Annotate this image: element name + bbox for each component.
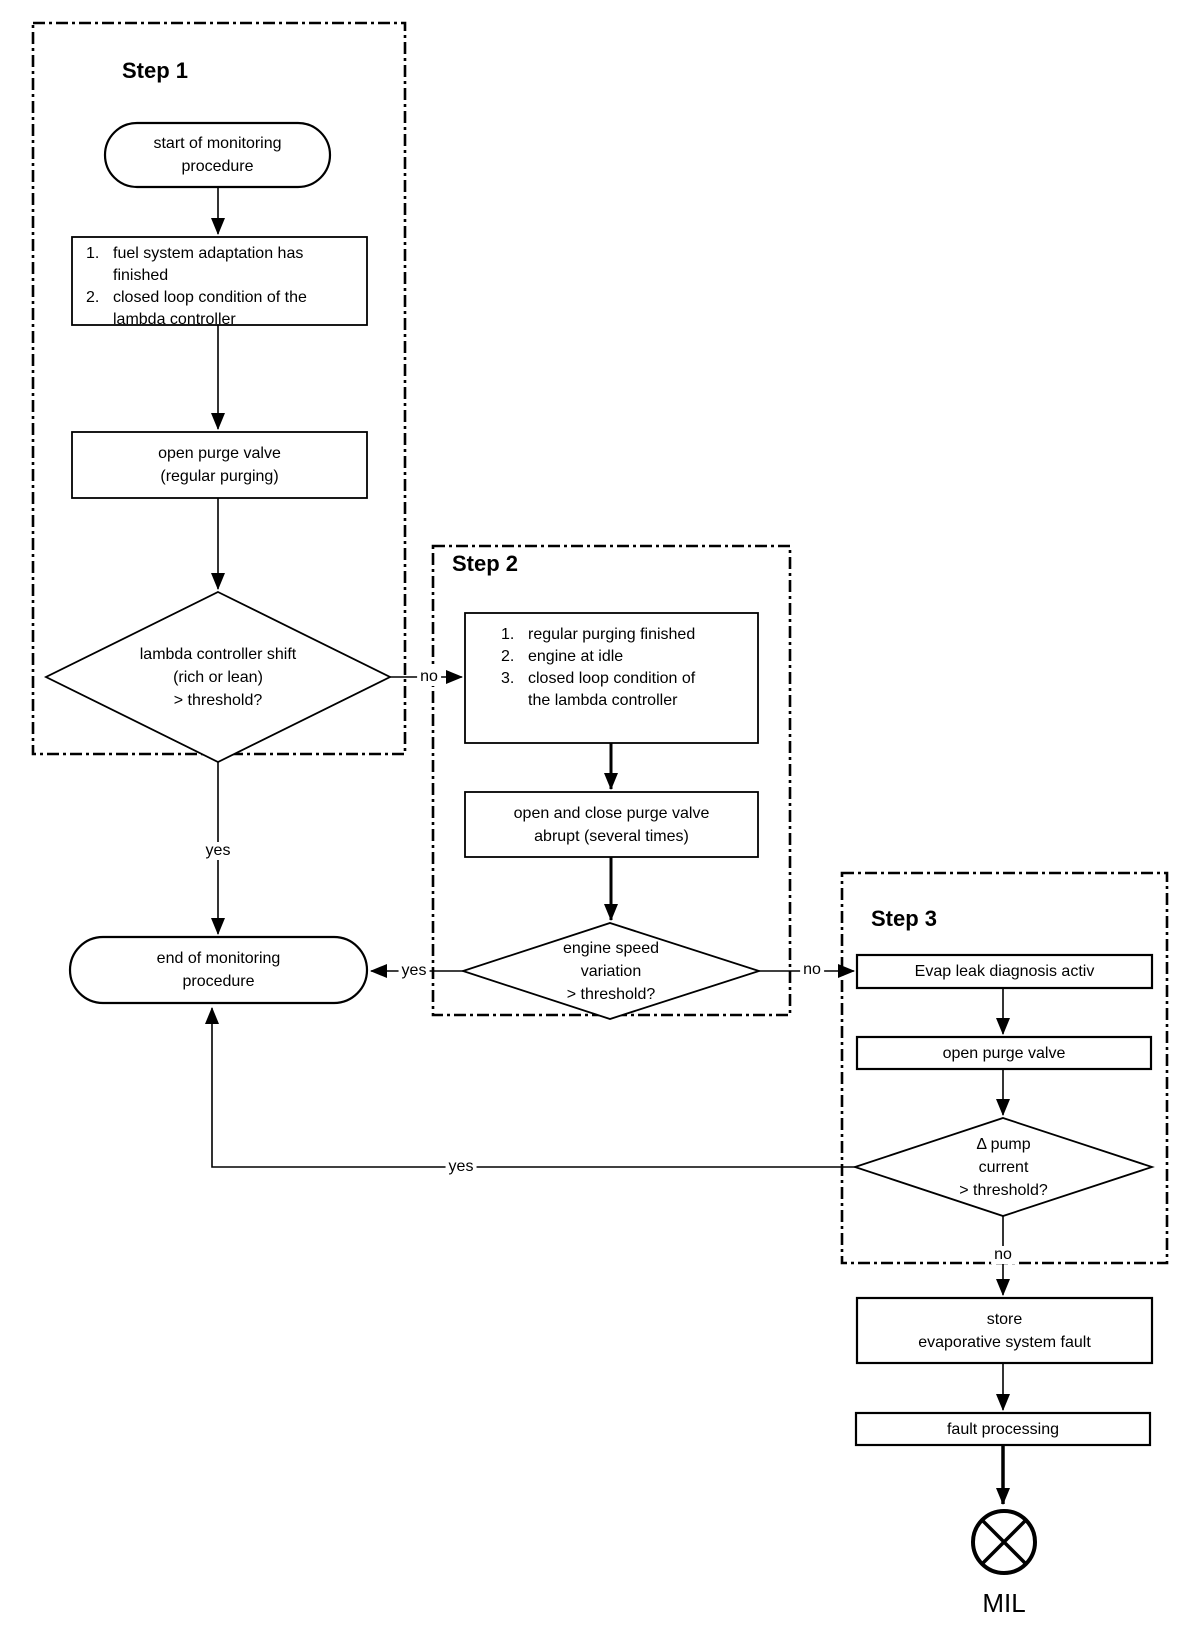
mil-lamp-x2 [980, 1518, 1028, 1566]
step2-conditions: 1. regular purging finished 2. engine at… [501, 624, 751, 712]
mil-lamp-icon [971, 1509, 1037, 1575]
store-fault-node: store evaporative system fault [918, 1310, 1091, 1351]
list-item: 2. closed loop condition of the lambda c… [86, 289, 307, 328]
end-node: end of monitoring procedure [156, 950, 281, 990]
list-item: 3. closed loop condition of the lambda c… [501, 670, 696, 709]
store-fault-shape [855, 1296, 1154, 1365]
list-item: 2. engine at idle [501, 648, 624, 665]
step1-conditions: 1. fuel system adaptation has finished 2… [86, 243, 361, 331]
edge-label-decision2-no: no [800, 961, 824, 979]
end-node-shape [68, 935, 369, 1005]
edge-label-decision3-no: no [991, 1246, 1015, 1264]
connector-decision3-yes [205, 1007, 855, 1168]
step2-boundary [431, 544, 792, 1017]
list-item: 1. regular purging finished [501, 626, 696, 643]
step3-open-purge-shape [855, 1035, 1153, 1071]
evap-leak-shape [855, 953, 1154, 990]
fault-processing-node: fault processing [946, 1420, 1060, 1438]
decision-engine-speed: engine speed variation > threshold? [562, 939, 660, 1003]
step1-conditions-shape [71, 236, 368, 326]
step3-title: Step 3 [871, 906, 938, 931]
decision-lambda-shift: lambda controller shift (rich or lean) >… [139, 645, 297, 709]
step2-open-close-node: open and close purge valve abrupt (sever… [513, 804, 710, 845]
step1-title: Step 1 [122, 58, 189, 83]
decision-engine-speed-shape [460, 922, 762, 1020]
decision-pump-current: Δ pump current > threshold? [959, 1135, 1048, 1199]
edge-label-decision1-no: no [417, 668, 441, 686]
list-item: 1. fuel system adaptation has finished [86, 245, 304, 284]
mil-label: MIL [982, 1588, 1026, 1618]
evap-leak-node: Evap leak diagnosis activ [914, 963, 1095, 980]
step1-open-purge-node: open purge valve (regular purging) [158, 445, 281, 485]
step3-open-purge-node: open purge valve [942, 1044, 1066, 1062]
start-node: start of monitoring procedure [153, 135, 282, 175]
step1-open-purge-shape [71, 431, 368, 499]
fault-processing-shape [854, 1411, 1152, 1447]
step2-title: Step 2 [452, 551, 519, 576]
edge-label-decision1-yes: yes [202, 842, 234, 860]
edge-label-decision2-yes: yes [398, 962, 430, 980]
edge-label-decision3-yes: yes [445, 1158, 477, 1176]
